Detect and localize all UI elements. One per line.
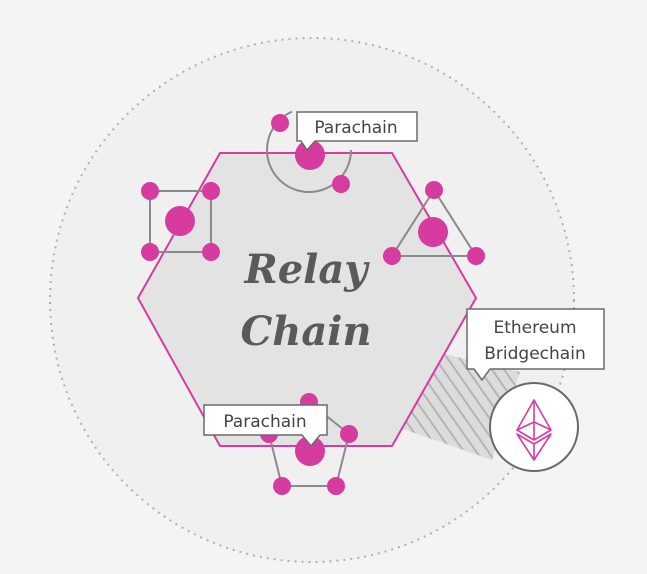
relay-chain-title-line2: Chain (240, 308, 371, 355)
ethereum-icon (516, 399, 552, 461)
callout-parachain-top-label: Parachain (314, 118, 397, 138)
parachain-node-right (383, 181, 485, 265)
callout-ethereum-label-line2: Bridgechain (484, 344, 585, 364)
ethereum-bridgechain-node (489, 382, 579, 472)
parachain-node-top (266, 107, 352, 193)
callout-ethereum-bridgechain: Ethereum Bridgechain (466, 308, 605, 382)
callout-parachain-bottom: Parachain (203, 404, 328, 448)
callout-parachain-top: Parachain (296, 111, 418, 152)
callout-parachain-bottom-label: Parachain (223, 412, 306, 432)
relay-chain-hexagon (136, 152, 478, 447)
parachain-node-left (141, 182, 220, 261)
relay-chain-title-line1: Relay (243, 246, 370, 293)
callout-ethereum-label-line1: Ethereum (493, 318, 576, 338)
